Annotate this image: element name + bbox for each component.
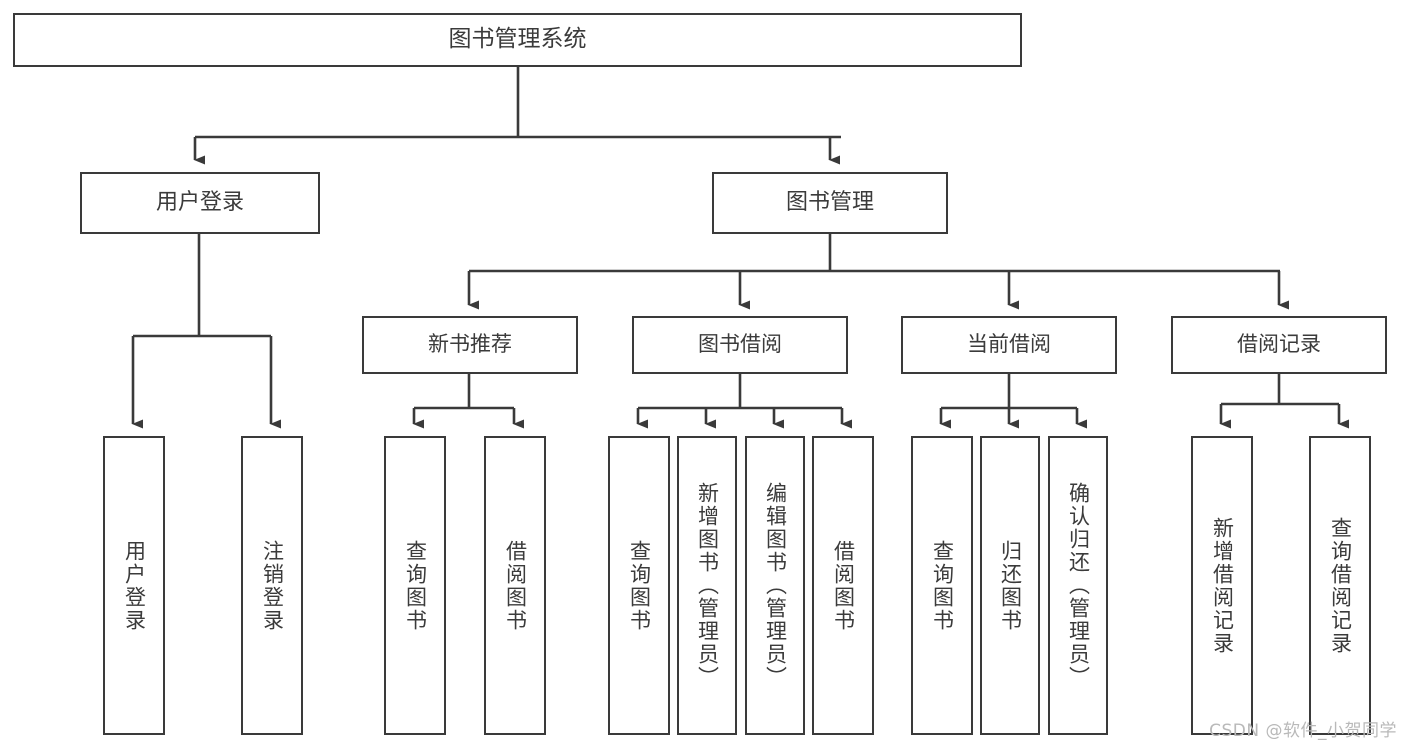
leaf-query-borrow-record-label: 查询借阅记录 [1328,516,1353,655]
csdn-watermark: CSDN @软件_小贺同学 [1209,721,1397,741]
leaf-query-book-recommend-label: 查询图书 [403,539,428,632]
leaf-borrow-book-recommend-label: 借阅图书 [503,539,528,632]
node-new-book-recommend-label: 新书推荐 [428,332,512,357]
node-user-login-label: 用户登录 [155,189,244,215]
leaf-borrow-book-recommend[interactable]: 借阅图书 [484,436,546,735]
leaf-query-book-current-label: 查询图书 [930,539,955,632]
leaf-confirm-return-admin-label: 确认归还（管理员） [1066,482,1091,689]
leaf-query-borrow-record[interactable]: 查询借阅记录 [1309,436,1371,735]
node-book-borrow-label: 图书借阅 [698,332,782,357]
node-root-book-management-system[interactable]: 图书管理系统 [13,13,1022,67]
leaf-query-book-current[interactable]: 查询图书 [911,436,973,735]
node-book-management-label: 图书管理 [785,189,874,215]
node-new-book-recommend[interactable]: 新书推荐 [362,316,578,374]
leaf-return-book-label: 归还图书 [998,539,1023,632]
leaf-edit-book-admin-label: 编辑图书（管理员） [763,482,788,689]
node-borrow-record-label: 借阅记录 [1237,332,1321,357]
leaf-borrow-book[interactable]: 借阅图书 [812,436,874,735]
leaf-logout[interactable]: 注销登录 [241,436,303,735]
leaf-query-book-label: 查询图书 [627,539,652,632]
leaf-user-login[interactable]: 用户登录 [103,436,165,735]
leaf-query-book[interactable]: 查询图书 [608,436,670,735]
leaf-add-borrow-record-label: 新增借阅记录 [1210,516,1235,655]
leaf-borrow-book-label: 借阅图书 [831,539,856,632]
node-user-login[interactable]: 用户登录 [80,172,320,234]
leaf-edit-book-admin[interactable]: 编辑图书（管理员） [745,436,805,735]
leaf-confirm-return-admin[interactable]: 确认归还（管理员） [1048,436,1108,735]
node-current-borrow[interactable]: 当前借阅 [901,316,1117,374]
node-current-borrow-label: 当前借阅 [967,332,1051,357]
leaf-query-book-recommend[interactable]: 查询图书 [384,436,446,735]
leaf-return-book[interactable]: 归还图书 [980,436,1040,735]
leaf-user-login-label: 用户登录 [122,539,147,632]
leaf-add-borrow-record[interactable]: 新增借阅记录 [1191,436,1253,735]
node-book-management[interactable]: 图书管理 [712,172,948,234]
node-borrow-record[interactable]: 借阅记录 [1171,316,1387,374]
node-root-label: 图书管理系统 [448,26,587,53]
node-book-borrow[interactable]: 图书借阅 [632,316,848,374]
leaf-logout-label: 注销登录 [260,539,285,632]
leaf-add-book-admin-label: 新增图书（管理员） [695,482,720,689]
leaf-add-book-admin[interactable]: 新增图书（管理员） [677,436,737,735]
